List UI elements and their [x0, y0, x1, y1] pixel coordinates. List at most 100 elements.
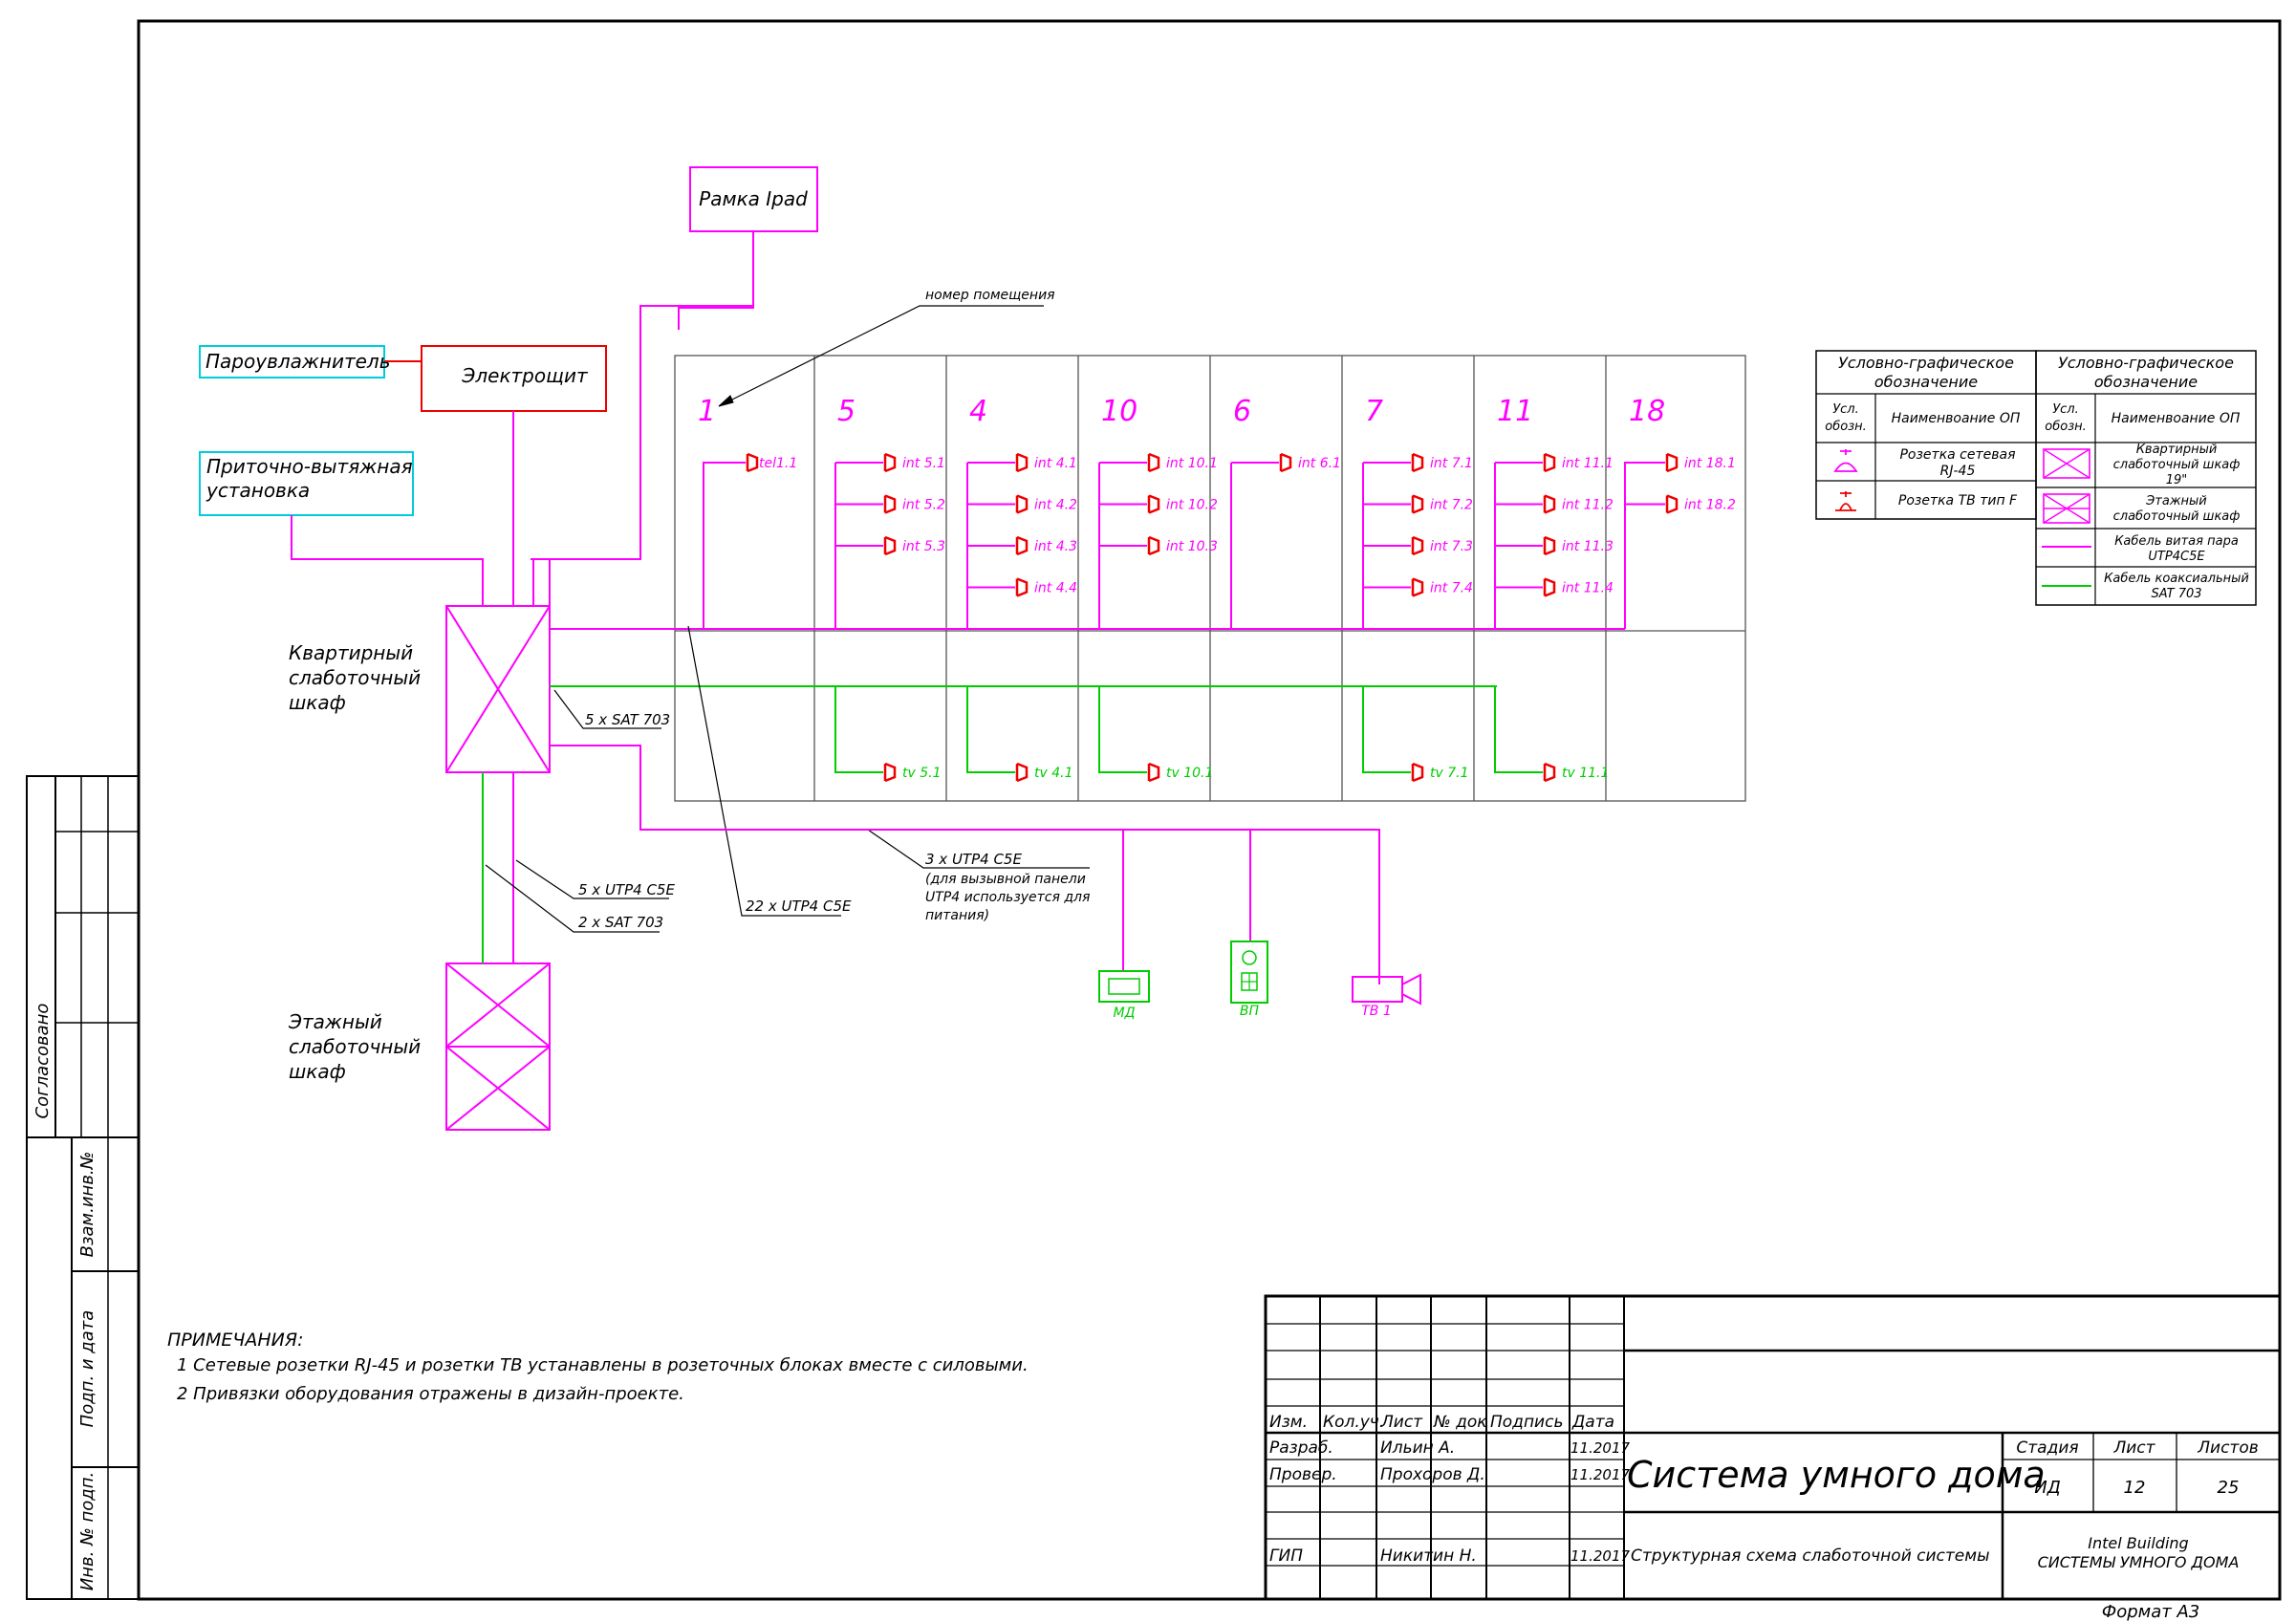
rj45-outlet-icon [1411, 452, 1424, 473]
cable-label-utp22: 22 x UTP4 C5E [746, 898, 852, 915]
title-header: Лист [1380, 1413, 1423, 1432]
ventilation-label: установка [206, 479, 310, 502]
title-date: 11.2017 [1570, 1547, 1630, 1565]
tv-outlet-label: tv 11.1 [1562, 766, 1609, 781]
legend-col: Усл. [2052, 402, 2079, 417]
legend-item: Розетка ТВ тип F [1898, 493, 2018, 508]
camera-lens-icon [1401, 973, 1421, 1006]
rj45-outlet-icon [883, 494, 897, 514]
title-role: ГИП [1269, 1546, 1303, 1566]
title-header: Подпись [1490, 1413, 1563, 1432]
outlet-label: int 4.1 [1034, 456, 1077, 471]
tv-outlet-icon [1543, 762, 1556, 783]
outlet-label: int 7.4 [1430, 581, 1473, 596]
tv-outlet-icon [883, 762, 897, 783]
outlet-wire [703, 462, 746, 629]
room-number: 6 [1233, 395, 1251, 428]
legend-col: обозн. [2045, 420, 2086, 434]
rj45-outlet-icon [1147, 535, 1160, 556]
legend-item: RJ-45 [1940, 464, 1976, 479]
ipad-frame-label: Рамка Ipad [699, 187, 808, 210]
tv-outlet-icon [1147, 762, 1160, 783]
rj45-outlet-icon [1015, 452, 1029, 473]
rj45-legend-icon [1833, 449, 1858, 472]
floor-cabinet-cross [445, 962, 551, 1048]
legend-col: Наименвоание ОП [2112, 411, 2241, 426]
utp22-leader [687, 625, 841, 917]
legend-header: обозначение [2094, 373, 2198, 391]
legend-icon-line [2043, 448, 2090, 479]
ventilation-label: Приточно-вытяжная [206, 455, 413, 478]
title-header: Изм. [1269, 1413, 1308, 1432]
apartment-cabinet-label: слаботочный [289, 666, 421, 689]
notes-title: ПРИМЕЧАНИЯ: [167, 1330, 303, 1351]
legend-item: SAT 703 [2151, 587, 2201, 601]
rj45-outlet-icon [1147, 452, 1160, 473]
legend-col: Наименвоание ОП [1892, 411, 2021, 426]
tv-wire [1098, 686, 1147, 773]
tv-wire [1494, 686, 1543, 773]
floor-cabinet-label: Этажный [288, 1010, 382, 1033]
tv-outlet-label: tv 10.1 [1166, 766, 1213, 781]
outlet-label: int 5.3 [902, 539, 945, 554]
rj45-outlet-icon [746, 452, 759, 473]
outlet-label: int 4.2 [1034, 498, 1077, 513]
outlet-label: tel1.1 [759, 456, 797, 471]
legend-header: обозначение [1874, 373, 1978, 391]
outlet-label: int 18.1 [1684, 456, 1736, 471]
rj45-outlet-icon [1665, 452, 1679, 473]
cable-label-sat2: 2 x SAT 703 [578, 914, 663, 931]
outlet-label: int 11.2 [1562, 498, 1614, 513]
ventilation-box [199, 451, 414, 516]
leader-arrow [718, 395, 734, 407]
outlet-label: int 7.1 [1430, 456, 1473, 471]
apartment-cabinet [445, 605, 551, 773]
sat2-leader [485, 864, 660, 933]
outlet-label: int 11.4 [1562, 581, 1614, 596]
humidifier-label: Пароувлажнитель [206, 350, 391, 373]
tv-outlet-label: tv 5.1 [902, 766, 942, 781]
title-header: Дата [1571, 1413, 1614, 1432]
title-name: Никитин Н. [1380, 1546, 1477, 1566]
floor-cabinet-label: слаботочный [289, 1035, 421, 1058]
room-number-leader [718, 305, 1044, 407]
tv-legend-icon [1835, 491, 1856, 511]
outlet-label: int 11.1 [1562, 456, 1614, 471]
electric-shield-label: Электрощит [461, 364, 589, 387]
stamp-signature-date: Подп. и дата [77, 1310, 97, 1428]
stage-value: ИД [2034, 1478, 2061, 1498]
legend-right-table [2035, 350, 2257, 606]
rj45-outlet-icon [1543, 535, 1556, 556]
apartment-cabinet-label: Квартирный [289, 641, 413, 664]
title-role: Провер. [1269, 1465, 1337, 1484]
stamp-inv-number: Инв. № подп. [77, 1472, 97, 1590]
cable-note: питания) [925, 908, 989, 923]
rj45-outlet-icon [1411, 494, 1424, 514]
stamp-agreed: Согласовано [32, 1004, 53, 1119]
ipad-wire [532, 231, 754, 606]
title-name: Ильин А. [1380, 1438, 1455, 1458]
tv-wire [834, 686, 883, 773]
rj45-outlet-icon [1543, 494, 1556, 514]
sheets-header: Листов [2197, 1438, 2259, 1458]
sheets-value: 25 [2218, 1478, 2240, 1498]
tv-wire [966, 686, 1015, 773]
legend-item: слаботочный шкаф [2113, 458, 2241, 472]
outlet-label: int 10.2 [1166, 498, 1218, 513]
utp3-leader [867, 829, 1090, 869]
devices-bus [550, 745, 1380, 984]
rj45-outlet-icon [1411, 535, 1424, 556]
room-number: 10 [1101, 395, 1137, 428]
note-item: 2 Привязки оборудования отражены в дизай… [177, 1384, 684, 1404]
legend-item: Розетка сетевая [1899, 447, 2015, 463]
outlet-label: int 4.3 [1034, 539, 1077, 554]
title-date: 11.2017 [1570, 1439, 1630, 1457]
legend-item: Кабель витая пара [2114, 534, 2239, 549]
room-number: 4 [969, 395, 987, 428]
cable-note: (для вызывной панели [925, 872, 1086, 887]
legend-item: UTP4C5E [2148, 550, 2205, 564]
tv-outlet-icon [1015, 762, 1029, 783]
room-number: 7 [1365, 395, 1383, 428]
cable-note: UTP4 используется для [925, 890, 1090, 905]
